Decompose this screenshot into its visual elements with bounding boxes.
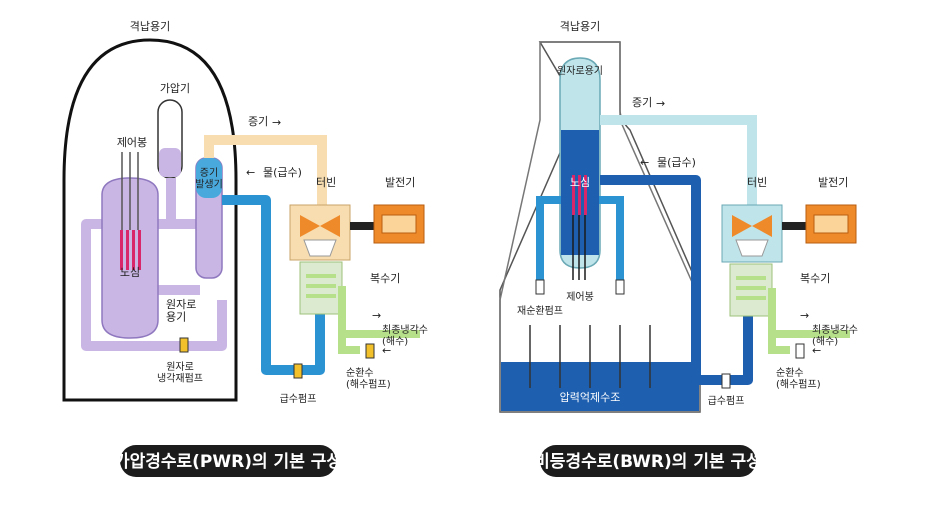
pwr-feed-line <box>222 195 325 375</box>
bwr-shaft <box>782 222 806 230</box>
bwr-turbine-left <box>732 215 752 237</box>
bwr-turbine-right <box>752 215 772 237</box>
pwr-shaft <box>350 222 374 230</box>
pwr-turbine-exhaust <box>303 239 337 257</box>
bwr-seawater-pump <box>795 343 805 359</box>
bwr-recirc-pump-right <box>615 279 625 295</box>
pwr-turbine-right <box>320 215 340 237</box>
bwr-control-rods <box>572 215 586 280</box>
pwr-inflow-arrow: ← <box>382 344 391 357</box>
pwr-reactor-vessel <box>101 177 159 339</box>
pwr-seawater-pump <box>365 343 375 359</box>
bwr-generator-label: 발전기 <box>818 176 848 189</box>
pwr-steam-generator-top <box>196 158 222 198</box>
pwr-condenser-tubes <box>306 274 336 298</box>
bwr-condenser-tubes <box>736 276 766 300</box>
pwr-core-label: 노심 <box>120 266 140 279</box>
bwr-core-label: 노심 <box>570 176 590 189</box>
pwr-steam-label: 증기 <box>248 115 268 128</box>
bwr-core-rods <box>572 175 587 215</box>
bwr-turbine-exhaust <box>735 239 769 257</box>
pwr-feed-pump <box>293 363 303 379</box>
bwr-pool-baffles <box>529 325 651 388</box>
bwr-suppression-pool <box>501 362 699 411</box>
pwr-feed-pump-label: 급수펌프 <box>280 393 317 405</box>
bwr-feed-arrow: ← <box>640 156 649 169</box>
bwr-turbine-label: 터빈 <box>747 176 767 189</box>
pwr-outflow-arrow: → <box>372 309 381 322</box>
bwr-feed-line <box>600 175 753 385</box>
pwr-generator-label: 발전기 <box>385 176 415 189</box>
bwr-steam-label: 증기 <box>632 96 652 109</box>
pwr-coolant-pump <box>179 337 189 353</box>
bwr-suppression-pool-label: 압력억제수조 <box>560 391 621 404</box>
bwr-final-cooling-label: 최종냉각수(해수) <box>812 324 858 348</box>
bwr-outflow-arrow: → <box>800 309 809 322</box>
pwr-feed-label: 물(급수) <box>263 166 302 179</box>
bwr-recirc-pump-left <box>535 279 545 295</box>
pwr-control-rods <box>121 152 139 230</box>
bwr-recirc-pump-label: 재순환펌프 <box>517 305 563 317</box>
bwr-feed-label: 물(급수) <box>657 156 696 169</box>
bwr-diagram: 격납용기 압력억제수조 노심 원자로용기 제어봉 <box>499 20 858 477</box>
pwr-turbine-label: 터빈 <box>316 176 336 189</box>
pwr-containment-label: 격납용기 <box>130 20 170 33</box>
bwr-feed-pump-label: 급수펌프 <box>708 395 745 407</box>
bwr-condenser-label: 복수기 <box>800 272 830 285</box>
bwr-inflow-arrow: ← <box>812 344 821 357</box>
pwr-caption: 가압경수로(PWR)의 기본 구성 <box>114 451 342 472</box>
bwr-containment-label: 격납용기 <box>560 20 600 33</box>
pwr-core-rods <box>120 230 141 270</box>
pwr-steam-arrow: → <box>272 116 281 129</box>
pwr-pressurizer-label: 가압기 <box>160 82 190 95</box>
bwr-caption-bg <box>540 445 756 477</box>
bwr-recirc-loop-left <box>536 196 561 280</box>
pwr-steam-line <box>204 135 327 205</box>
bwr-reactor-vessel-label: 원자로용기 <box>557 65 603 77</box>
pwr-control-rod-label: 제어봉 <box>117 136 147 149</box>
pwr-seawater-loop <box>338 286 420 354</box>
bwr-control-rod-label: 제어봉 <box>566 291 594 303</box>
pwr-pressurizer-line <box>166 178 176 224</box>
bwr-recirc-loop-right <box>599 196 624 280</box>
bwr-generator-coil <box>813 214 849 234</box>
pwr-turbine-left <box>300 215 320 237</box>
pwr-condenser-label: 복수기 <box>370 272 400 285</box>
pwr-feed-arrow: ← <box>246 166 255 179</box>
pwr-circ-water-label: 순환수(해수펌프) <box>346 367 391 391</box>
pwr-generator-coil <box>381 214 417 234</box>
pwr-final-cooling-label: 최종냉각수(해수) <box>382 324 428 348</box>
bwr-caption: 비등경수로(BWR)의 기본 구성 <box>534 452 762 472</box>
pwr-caption-bg <box>120 445 336 477</box>
pwr-pressurizer-liquid <box>159 148 181 177</box>
bwr-seawater-loop <box>768 288 850 354</box>
bwr-circ-water-label: 순환수(해수펌프) <box>776 367 821 391</box>
bwr-steam-line <box>600 115 757 205</box>
bwr-steam-arrow: → <box>656 97 665 110</box>
bwr-feed-pump <box>721 373 731 389</box>
